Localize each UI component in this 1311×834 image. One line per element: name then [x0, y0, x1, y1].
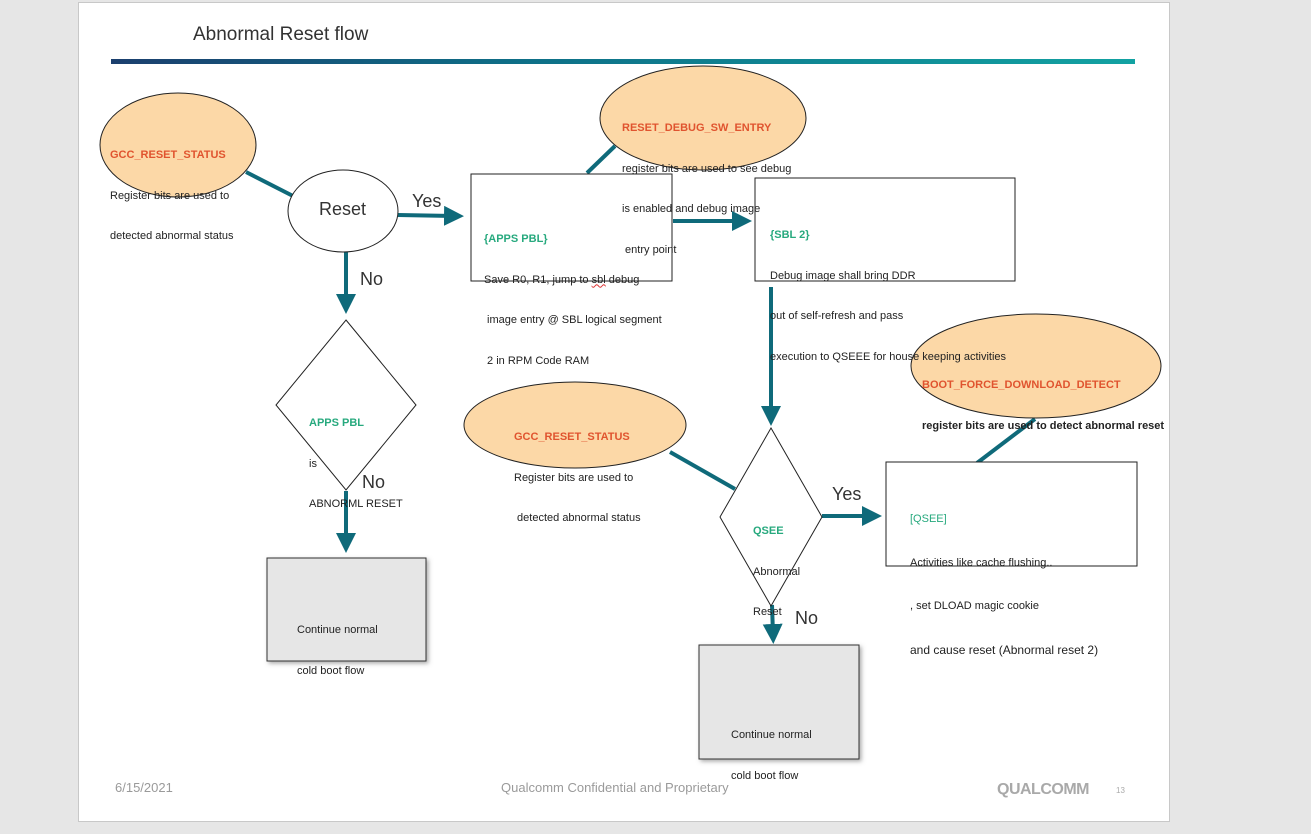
normal-boot-2-line1: Continue normal [731, 729, 812, 741]
page-number: 13 [1116, 786, 1125, 795]
callout-gcc-reset-status-1 [99, 92, 257, 198]
callout-gcc2-line1: Register bits are used to [514, 471, 634, 484]
callout-gcc1-text: GCC_RESET_STATUS Register bits are used … [110, 122, 234, 257]
decision-apps-pbl-abnormal [275, 319, 417, 491]
apps-pbl-box-line3: 2 in RPM Code RAM [484, 354, 590, 367]
normal-boot-2-text: Continue normal cold boot flow [731, 702, 812, 797]
qualcomm-logo: QUALCOMM [997, 781, 1089, 798]
callout-debug-line1: register bits are used to see debug [622, 162, 792, 175]
normal-boot-1-line1: Continue normal [297, 624, 378, 636]
decision1-line1: is [309, 457, 317, 470]
no-label-3: No [795, 608, 819, 628]
normal-boot-1-text: Continue normal cold boot flow [297, 597, 378, 692]
qsee-box [885, 461, 1138, 567]
no-label-1: No [360, 269, 384, 289]
normal-boot-2-line2: cold boot flow [731, 769, 799, 782]
sbl2-box-text: {SBL 2} Debug image shall bring DDR out … [770, 202, 1006, 378]
apps-pbl-box-text: {APPS PBL} Save R0, R1, jump to sbl debu… [484, 206, 662, 382]
callout-gcc2-text: GCC_RESET_STATUS Register bits are used … [514, 404, 641, 539]
decision-qsee-abnormal [719, 426, 823, 608]
apps-pbl-box-line2: image entry @ SBL logical segment [484, 314, 662, 326]
sbl2-box-line1: Debug image shall bring DDR [770, 269, 916, 282]
decision2-text: QSEE Abnormal Reset [753, 498, 800, 633]
decision2-title: QSEE [753, 525, 784, 537]
callout-gcc1-line2: detected abnormal status [110, 230, 234, 242]
title-underline-bar [111, 59, 1135, 64]
callout-bfd-line1: register bits are used to detect abnorma… [922, 419, 1165, 432]
callout-debug-line2: is enabled and debug image [622, 203, 761, 215]
callout-gcc-reset-status-2 [463, 381, 687, 469]
callout-gcc2-title: GCC_RESET_STATUS [514, 431, 630, 443]
qsee-box-title: [QSEE] [910, 513, 947, 525]
callout-boot-force-download-detect [910, 313, 1162, 419]
normal-boot-box-1 [266, 557, 427, 662]
apps-pbl-line1-post: debug [605, 273, 640, 286]
callout-connector-bfd [975, 417, 1037, 465]
callout-debug-line3: entry point [622, 243, 677, 256]
sbl2-box-line2: out of self-refresh and pass [770, 310, 904, 322]
slide-title: Abnormal Reset flow [193, 24, 369, 45]
callout-reset-debug-sw-entry [599, 65, 807, 171]
decision1-line2: ABNORML RESET [309, 498, 403, 510]
apps-pbl-box [470, 173, 673, 282]
qsee-box-text: [QSEE] Activities like cache flushing.. … [910, 483, 1098, 672]
decision1-title: APPS PBL [309, 417, 365, 429]
qsee-box-line2: , set DLOAD magic cookie [910, 600, 1039, 612]
callout-connector-debug [585, 144, 617, 175]
callout-gcc1-line1: Register bits are used to [110, 189, 230, 202]
arrow-decision2-no [762, 604, 783, 644]
callout-bfd-title: BOOT_FORCE_DOWNLOAD_DETECT [922, 379, 1121, 391]
normal-boot-1-line2: cold boot flow [297, 664, 365, 677]
apps-pbl-box-line1: Save R0, R1, jump to sbl debug [484, 274, 662, 288]
decision2-line2: Reset [753, 606, 782, 618]
normal-boot-box-2 [698, 644, 860, 760]
callout-bfd-text: BOOT_FORCE_DOWNLOAD_DETECT register bits… [922, 352, 1164, 447]
yes-label-2: Yes [832, 484, 862, 504]
callout-gcc2-line2: detected abnormal status [514, 512, 641, 524]
decision1-text: APPS PBL is ABNORML RESET [309, 390, 403, 525]
footer-confidential: Qualcomm Confidential and Proprietary [501, 780, 729, 795]
decision2-line1: Abnormal [753, 565, 801, 578]
apps-pbl-line1-sbl: sbl [591, 273, 606, 286]
reset-node [287, 169, 399, 253]
sbl2-box-title: {SBL 2} [770, 229, 810, 241]
qsee-box-line3: and cause reset (Abnormal reset 2) [910, 642, 1099, 657]
callout-connector-gcc2 [669, 450, 736, 491]
qsee-box-line1: Activities like cache flushing.. [910, 556, 1053, 569]
apps-pbl-box-title: {APPS PBL} [484, 233, 548, 245]
callout-debug-title: RESET_DEBUG_SW_ENTRY [622, 122, 772, 134]
footer-date: 6/15/2021 [115, 780, 173, 795]
callout-gcc1-title: GCC_RESET_STATUS [110, 149, 226, 161]
no-label-2: No [362, 472, 386, 492]
apps-pbl-line1-pre: Save R0, R1, jump to [484, 273, 592, 286]
sbl2-box [754, 177, 1016, 282]
callout-debug-text: RESET_DEBUG_SW_ENTRY register bits are u… [622, 95, 791, 271]
reset-label: Reset [319, 199, 367, 219]
yes-label-1: Yes [412, 191, 442, 211]
arrow-reset-yes [397, 205, 464, 226]
callout-connector-gcc1 [245, 170, 294, 198]
sbl2-box-line3: execution to QSEEE for house keeping act… [770, 350, 1007, 363]
